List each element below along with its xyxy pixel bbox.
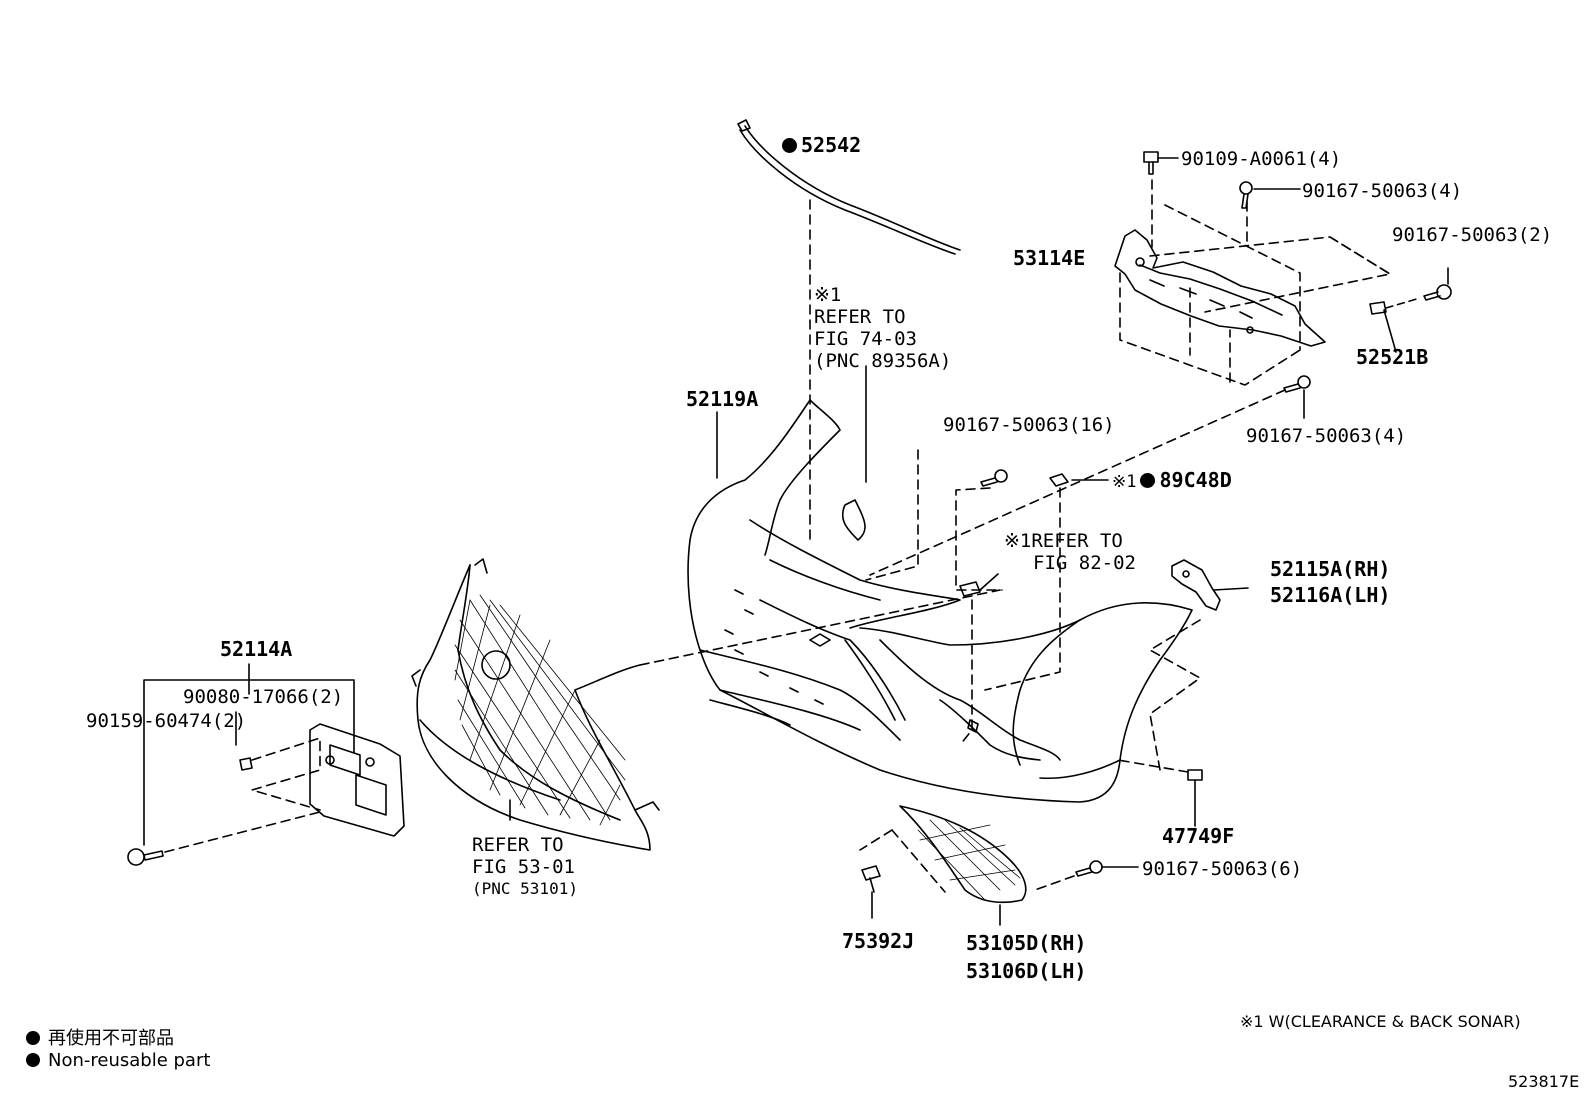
fog-lamp-cover-part — [859, 805, 1027, 926]
clip-90109-part — [1143, 151, 1179, 175]
callout-90080: 90080-17066(2) — [183, 686, 344, 708]
callout-52542: 52542 — [782, 134, 861, 156]
screw-90167-6-part — [1034, 860, 1139, 891]
callout-90167-top: 90167-50063(4) — [1302, 180, 1463, 202]
license-plate-bracket-part — [239, 723, 405, 837]
screw-90167-right-part — [1423, 267, 1452, 301]
callout-90167-right: 90167-50063(2) — [1392, 224, 1553, 246]
leader-90167-16 — [865, 449, 919, 581]
callout-89C48D: ※1 89C48D — [1112, 469, 1232, 493]
reference-line: REFER TO — [814, 306, 906, 328]
callout-90167-16: 90167-50063(16) — [943, 414, 1115, 436]
clip-47749F-part — [1117, 759, 1203, 827]
bumper-retainer-part — [1114, 229, 1326, 347]
screw-90159-part — [127, 811, 321, 866]
non-reusable-marker-icon — [782, 138, 797, 153]
legend-text: 再使用不可部品 — [48, 1028, 174, 1049]
clip-89C48D-part — [984, 473, 1109, 691]
non-reusable-marker-icon — [1140, 473, 1156, 488]
reference-mark: ※1 — [1004, 530, 1032, 552]
front-bumper-cover-part — [687, 399, 1193, 803]
callout-52521B: 52521B — [1356, 345, 1429, 369]
callout-52116A: 52116A(LH) — [1270, 583, 1391, 607]
callout-53105D: 53105D(RH) — [966, 931, 1087, 955]
screw-90167-bottom-part — [869, 375, 1311, 576]
callout-53106D: 53106D(LH) — [966, 959, 1087, 983]
reference-line: FIG 82-02 — [1033, 552, 1136, 574]
retainer-guide-box — [1119, 179, 1391, 386]
diagram-id: 523817E — [1508, 1072, 1580, 1091]
reference-line: (PNC 53101) — [472, 879, 578, 898]
reference-fig74: ※1 REFER TO FIG 74-03 (PNC 89356A) — [814, 284, 951, 372]
moulding-strip-part — [737, 119, 961, 255]
callout-90159: 90159-60474(2) — [86, 710, 247, 732]
callout-47749F: 47749F — [1162, 824, 1235, 848]
callout-90109: 90109-A0061(4) — [1181, 148, 1342, 170]
non-reusable-marker-icon — [26, 1053, 40, 1067]
callout-90167-bottom: 90167-50063(4) — [1246, 425, 1407, 447]
reference-line: (PNC 89356A) — [814, 350, 952, 372]
reference-line: FIG 74-03 — [814, 328, 917, 350]
reference-fig53: REFER TO FIG 53-01 (PNC 53101) — [472, 834, 578, 900]
callout-53114E: 53114E — [1013, 246, 1086, 270]
side-retainer-part — [1149, 559, 1249, 771]
reference-mark: ※1 — [814, 284, 842, 306]
sensor-bracket-part — [959, 573, 999, 746]
radiator-grille-part — [411, 558, 1001, 851]
callout-52114A: 52114A — [220, 637, 293, 661]
legend-text: Non-reusable part — [48, 1050, 211, 1071]
reference-line: REFER TO — [472, 834, 564, 856]
screw-90167-top-part — [1239, 181, 1301, 209]
callout-52115A: 52115A(RH) — [1270, 557, 1391, 581]
legend-row-japanese: 再使用不可部品 — [26, 1028, 210, 1050]
screw-90167-16-part — [955, 469, 1008, 591]
callout-75392J: 75392J — [842, 929, 915, 953]
non-reusable-marker-icon — [26, 1031, 40, 1045]
reference-line: REFER TO — [1031, 530, 1123, 552]
license-bracket-bracket-lines — [143, 663, 355, 846]
legend-row-english: Non-reusable part — [26, 1050, 210, 1072]
legend: 再使用不可部品 Non-reusable part — [26, 1028, 210, 1072]
clip-75392J-part — [861, 865, 881, 919]
clip-52521B-part — [1369, 297, 1421, 353]
footnote: ※1 W(CLEARANCE & BACK SONAR) — [1240, 1012, 1521, 1031]
callout-52119A: 52119A — [686, 387, 759, 411]
callout-90167-6: 90167-50063(6) — [1142, 858, 1303, 880]
note-mark: ※1 — [1112, 472, 1137, 492]
callout-text: 89C48D — [1159, 468, 1232, 492]
callout-text: 52542 — [801, 133, 862, 157]
reference-fig82: ※1REFER TO FIG 82-02 — [1004, 530, 1136, 574]
reference-line: FIG 53-01 — [472, 856, 575, 878]
